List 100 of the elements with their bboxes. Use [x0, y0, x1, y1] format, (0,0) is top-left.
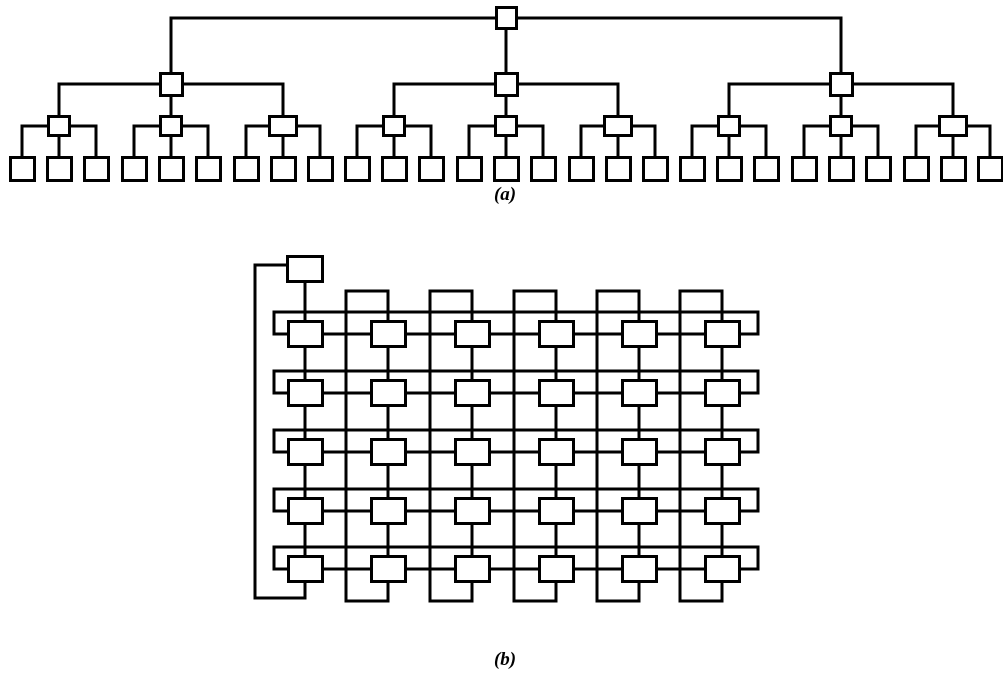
empty-box — [453, 320, 491, 348]
connector-line — [489, 450, 539, 454]
connector-line — [720, 405, 724, 440]
connector-line — [616, 135, 620, 158]
empty-box — [8, 156, 36, 182]
connector-line — [951, 135, 955, 158]
empty-box — [286, 497, 324, 525]
connector-line — [470, 523, 474, 557]
connector-line — [516, 16, 843, 73]
empty-box — [492, 156, 520, 182]
connector-line — [489, 332, 539, 336]
empty-box — [678, 156, 706, 182]
empty-box — [159, 115, 183, 137]
connector-line — [512, 289, 558, 603]
empty-box — [902, 156, 930, 182]
empty-box — [537, 438, 575, 466]
connector-line — [839, 95, 843, 117]
connector-line — [322, 391, 371, 395]
connector-line — [303, 281, 307, 322]
connector-line — [656, 332, 705, 336]
empty-box — [453, 555, 491, 583]
connector-line — [516, 124, 545, 158]
connector-line — [573, 332, 622, 336]
connector-line — [281, 135, 285, 158]
connector-line — [428, 289, 474, 603]
empty-box — [120, 156, 148, 182]
empty-box — [567, 156, 595, 182]
connector-line — [489, 567, 539, 571]
connector-line — [637, 523, 641, 557]
connector-line — [303, 464, 307, 499]
empty-box — [369, 438, 407, 466]
connector-line — [637, 464, 641, 499]
empty-box — [157, 156, 185, 182]
connector-line — [322, 450, 371, 454]
empty-box — [703, 497, 741, 525]
connector-line — [839, 135, 843, 158]
connector-line — [489, 391, 539, 395]
connector-line — [182, 82, 285, 117]
empty-box — [715, 156, 743, 182]
connector-line — [386, 523, 390, 557]
empty-box — [286, 255, 324, 283]
empty-box — [343, 156, 371, 182]
empty-box — [268, 115, 298, 137]
connector-line — [296, 124, 322, 158]
connector-line — [631, 124, 657, 158]
empty-box — [369, 555, 407, 583]
connector-line — [272, 487, 760, 513]
connector-line — [169, 16, 496, 73]
empty-box — [286, 555, 324, 583]
empty-box — [286, 379, 324, 407]
connector-line — [467, 124, 496, 158]
empty-box — [703, 320, 741, 348]
connector-line — [20, 124, 49, 158]
connector-line — [914, 124, 940, 158]
empty-box — [529, 156, 557, 182]
empty-box — [232, 156, 260, 182]
connector-line — [405, 332, 455, 336]
empty-box — [603, 115, 633, 137]
empty-box — [494, 115, 518, 137]
connector-line — [966, 124, 992, 158]
empty-box — [717, 115, 741, 137]
connector-line — [470, 464, 474, 499]
connector-line — [405, 509, 455, 513]
empty-box — [369, 497, 407, 525]
empty-box — [620, 379, 658, 407]
connector-line — [272, 369, 760, 395]
connector-line — [727, 135, 731, 158]
empty-box — [620, 438, 658, 466]
connector-line — [322, 332, 371, 336]
empty-box — [47, 115, 71, 137]
empty-box — [369, 379, 407, 407]
connector-line — [517, 82, 620, 117]
empty-box — [537, 497, 575, 525]
empty-box — [286, 438, 324, 466]
connector-line — [470, 405, 474, 440]
connector-line — [573, 391, 622, 395]
connector-line — [504, 135, 508, 158]
empty-box — [827, 156, 855, 182]
connector-line — [303, 346, 307, 381]
connector-line — [386, 464, 390, 499]
empty-box — [286, 320, 324, 348]
connector-line — [579, 124, 605, 158]
connector-line — [322, 509, 371, 513]
connector-line — [489, 509, 539, 513]
empty-box — [938, 115, 968, 137]
connector-line — [554, 346, 558, 381]
empty-box — [380, 156, 408, 182]
connector-line — [656, 391, 705, 395]
connector-line — [573, 509, 622, 513]
empty-box — [641, 156, 669, 182]
connector-line — [720, 346, 724, 381]
empty-box — [82, 156, 110, 182]
connector-line — [504, 28, 508, 73]
empty-box — [537, 320, 575, 348]
connector-line — [637, 405, 641, 440]
connector-line — [181, 124, 210, 158]
connector-line — [57, 82, 160, 117]
connector-line — [720, 464, 724, 499]
connector-line — [690, 124, 719, 158]
empty-box — [790, 156, 818, 182]
